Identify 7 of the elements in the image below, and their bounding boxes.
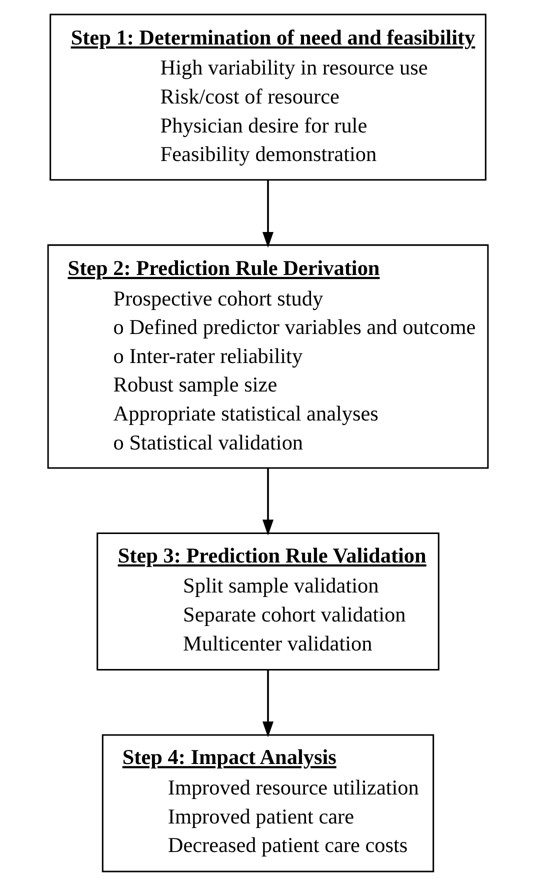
node-box: Step 4: Impact Analysis Improved resource utilization Improved patient care Decreased patient care costs (102, 734, 434, 872)
node-box: Step 1: Determination of need and feasibility High variability in resource use Risk/cost of resource Physician desire for rule Feasibility demonstration (50, 14, 486, 181)
arrow (262, 180, 274, 248)
node-box: Step 2: Prediction Rule Derivation Prospective cohort study o Defined predictor variables and outcome o Inter-rater reliability Robust sample size Appropriate statistical analyses o Statistical validation (47, 244, 489, 469)
arrow (262, 670, 274, 738)
node-box: Step 3: Prediction Rule Validation Split sample validation Separate cohort validation Multicenter validation (96, 532, 440, 671)
arrow (262, 468, 274, 536)
